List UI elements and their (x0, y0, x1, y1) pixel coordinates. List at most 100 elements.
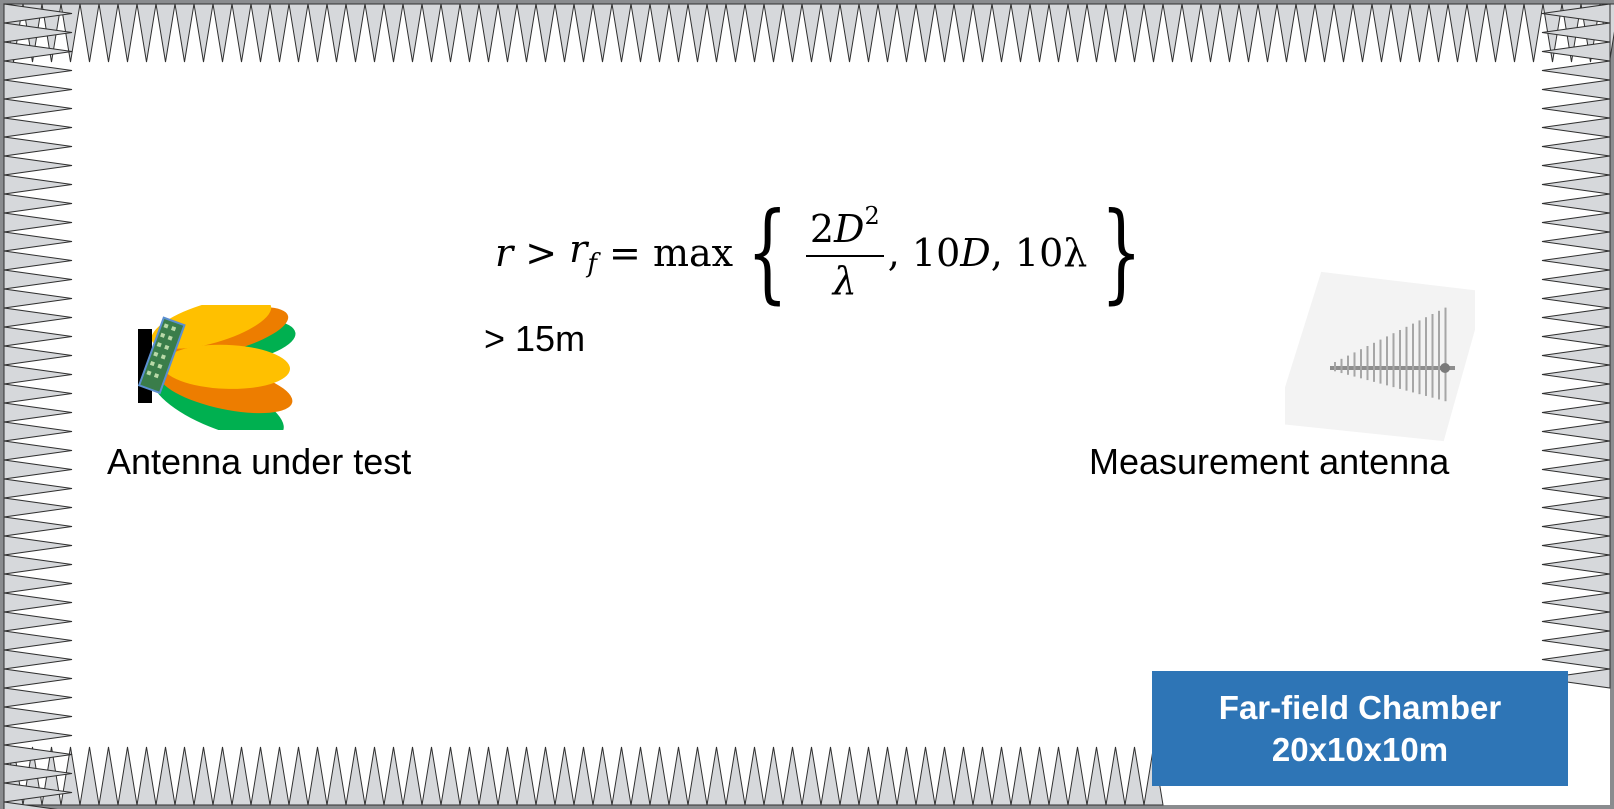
absorber-cone-bottom (364, 746, 385, 806)
absorber-cone-top (174, 3, 195, 63)
absorber-cone-right (1541, 402, 1611, 423)
absorber-cone-left (3, 326, 73, 347)
absorber-cone-top (440, 3, 461, 63)
absorber-cone-right (1541, 41, 1611, 62)
absorber-cone-right (1541, 668, 1611, 689)
absorber-cone-right (1541, 611, 1611, 632)
absorber-cone-right (1541, 630, 1611, 651)
absorber-cone-left (3, 174, 73, 195)
absorber-cone-bottom (459, 746, 480, 806)
absorber-cone-top (1219, 3, 1240, 63)
absorber-cone-bottom (763, 746, 784, 806)
absorber-cone-top (1447, 3, 1468, 63)
antenna-under-test-label: Antenna under test (107, 441, 412, 482)
absorber-cone-bottom (345, 746, 366, 806)
absorber-cone-bottom (820, 746, 841, 806)
absorber-cone-bottom (801, 746, 822, 806)
absorber-cone-left (3, 98, 73, 119)
absorber-cone-top (269, 3, 290, 63)
absorber-cone-top (782, 3, 803, 63)
absorber-cone-top (554, 3, 575, 63)
absorber-cone-left (3, 117, 73, 138)
chamber-dimensions: 20x10x10m (1271, 730, 1449, 768)
absorber-cone-bottom (858, 746, 879, 806)
absorber-cone-top (668, 3, 689, 63)
absorber-cone-top (1371, 3, 1392, 63)
absorber-cone-top (839, 3, 860, 63)
absorber-cone-left (3, 136, 73, 157)
absorber-cone-left (3, 364, 73, 385)
absorber-cone-right (1541, 250, 1611, 271)
absorber-cone-bottom (554, 746, 575, 806)
absorber-cone-bottom (193, 746, 214, 806)
absorber-cone-top (611, 3, 632, 63)
chamber-title: Far-field Chamber (1218, 688, 1502, 726)
absorber-cone-bottom (706, 746, 727, 806)
absorber-cone-bottom (668, 746, 689, 806)
absorber-cone-bottom (383, 746, 404, 806)
absorber-cone-bottom (953, 746, 974, 806)
formula-rf: rf (569, 227, 597, 279)
absorber-cone-left (3, 288, 73, 309)
fraction-numerator: 2D2 (805, 203, 884, 257)
absorber-cone-left (3, 744, 73, 765)
absorber-cone-bottom (1105, 746, 1126, 806)
absorber-cone-left (3, 630, 73, 651)
absorber-cone-left (3, 573, 73, 594)
absorber-cone-top (1029, 3, 1050, 63)
absorber-cone-top (1466, 3, 1487, 63)
absorber-cone-right (1541, 212, 1611, 233)
absorber-cone-bottom (288, 746, 309, 806)
absorber-cone-top (1504, 3, 1525, 63)
absorber-cone-top (307, 3, 328, 63)
absorber-cone-bottom (877, 746, 898, 806)
absorber-cone-right (1541, 649, 1611, 670)
absorber-cones (3, 3, 1614, 809)
absorber-cone-right (1541, 421, 1611, 442)
absorber-cone-top (953, 3, 974, 63)
absorber-cone-top (1485, 3, 1506, 63)
absorber-cone-bottom (497, 746, 518, 806)
absorber-cone-left (3, 782, 73, 803)
absorber-cone-top (326, 3, 347, 63)
chamber-info-box: Far-field Chamber 20x10x10m (1152, 671, 1568, 786)
absorber-cone-top (364, 3, 385, 63)
absorber-cone-top (1276, 3, 1297, 63)
absorber-cone-right (1541, 535, 1611, 556)
fraction-denominator: λ (832, 259, 857, 303)
absorber-cone-top (896, 3, 917, 63)
absorber-cone-left (3, 801, 58, 809)
absorber-cone-top (972, 3, 993, 63)
absorber-cone-bottom (269, 746, 290, 806)
absorber-cone-top (801, 3, 822, 63)
absorber-cone-left (3, 79, 73, 100)
absorber-cone-left (3, 725, 73, 746)
formula-max: = max (596, 231, 734, 275)
absorber-cone-top (1181, 3, 1202, 63)
absorber-cone-left (3, 250, 73, 271)
absorber-cone-left (3, 155, 73, 176)
absorber-cone-right (1541, 554, 1611, 575)
absorber-cone-left (3, 212, 73, 233)
absorber-cone-left (3, 345, 73, 366)
absorber-cone-top (288, 3, 309, 63)
absorber-cone-bottom (307, 746, 328, 806)
absorber-cone-top (877, 3, 898, 63)
absorber-cone-top (1333, 3, 1354, 63)
formula-gt: > (513, 231, 570, 275)
close-brace: } (1101, 190, 1143, 315)
absorber-cone-right (1541, 231, 1611, 252)
absorber-cone-top (250, 3, 271, 63)
absorber-cone-right (1541, 383, 1611, 404)
absorber-cone-right (1541, 3, 1611, 24)
absorber-cone-top (402, 3, 423, 63)
absorber-cone-top (212, 3, 233, 63)
absorber-cone-bottom (744, 746, 765, 806)
absorber-cone-bottom (212, 746, 233, 806)
absorber-cone-top (1295, 3, 1316, 63)
far-field-formula: r > rf = max { 2D2 λ , 10D , 10λ } (495, 188, 1156, 318)
absorber-cone-bottom (611, 746, 632, 806)
absorber-cone-right (1541, 364, 1611, 385)
absorber-cone-top (79, 3, 100, 63)
absorber-cone-bottom (60, 746, 81, 806)
